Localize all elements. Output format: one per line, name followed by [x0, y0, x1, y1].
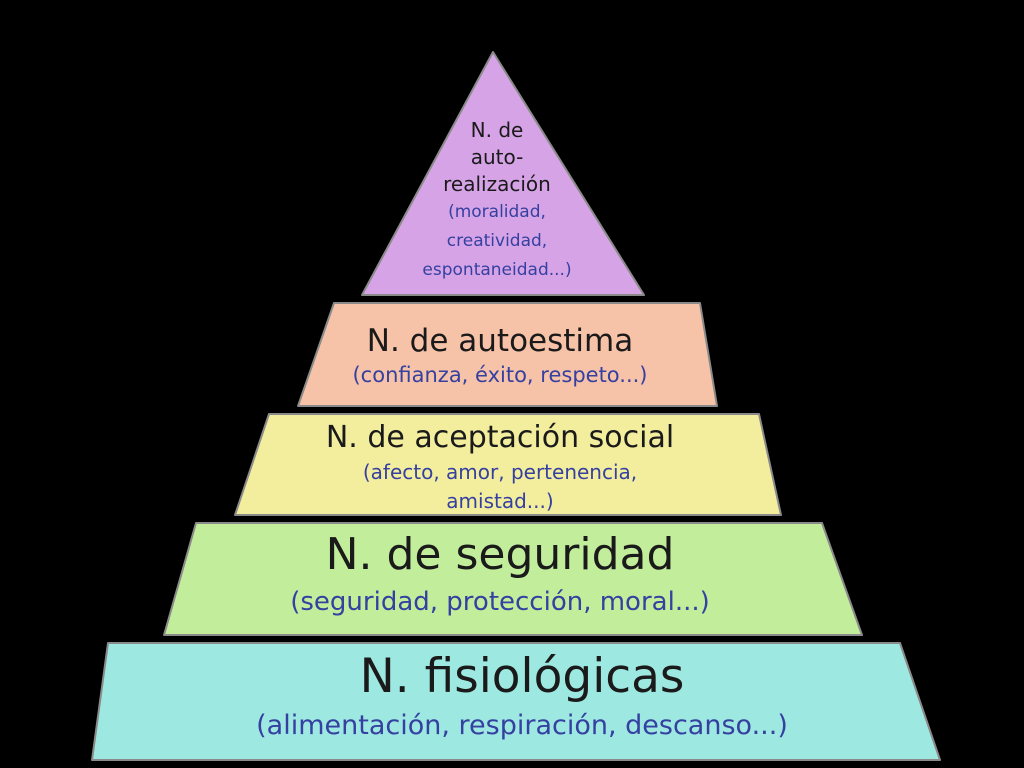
- level-title: realización: [443, 172, 551, 196]
- level-title: auto-: [470, 145, 524, 169]
- level-band-autorrealizacion: [361, 51, 645, 296]
- level-label-autorrealizacion: N. de auto- realización (moralidad, crea…: [422, 117, 571, 285]
- level-title: N. de: [470, 118, 524, 142]
- level-band-seguridad: [163, 522, 863, 636]
- level-label-autoestima: N. de autoestima (confianza, éxito, resp…: [352, 322, 647, 390]
- level-band-fisiologicas: [91, 642, 941, 761]
- level-detail: espontaneidad...): [422, 260, 572, 280]
- level-detail: (afecto, amor, pertenencia,: [362, 460, 638, 484]
- level-label-seguridad: N. de seguridad (seguridad, protección, …: [290, 527, 710, 621]
- level-detail: amistad...): [446, 489, 554, 513]
- level-band-aceptacion-social: [234, 413, 782, 516]
- level-label-aceptacion-social: N. de aceptación social (afecto, amor, p…: [326, 418, 674, 516]
- level-title: N. fisiológicas: [359, 649, 685, 704]
- level-detail: (confianza, éxito, respeto...): [352, 363, 648, 387]
- level-detail: (moralidad,: [448, 202, 546, 222]
- level-title: N. de seguridad: [325, 529, 675, 580]
- level-band-autoestima: [297, 302, 718, 407]
- level-label-fisiologicas: N. fisiológicas (alimentación, respiraci…: [256, 648, 788, 746]
- level-detail: (alimentación, respiración, descanso...): [256, 710, 788, 741]
- level-title: N. de aceptación social: [325, 420, 675, 455]
- level-title: N. de autoestima: [366, 323, 634, 359]
- level-detail: creatividad,: [446, 231, 548, 251]
- level-detail: (seguridad, protección, moral...): [290, 587, 710, 617]
